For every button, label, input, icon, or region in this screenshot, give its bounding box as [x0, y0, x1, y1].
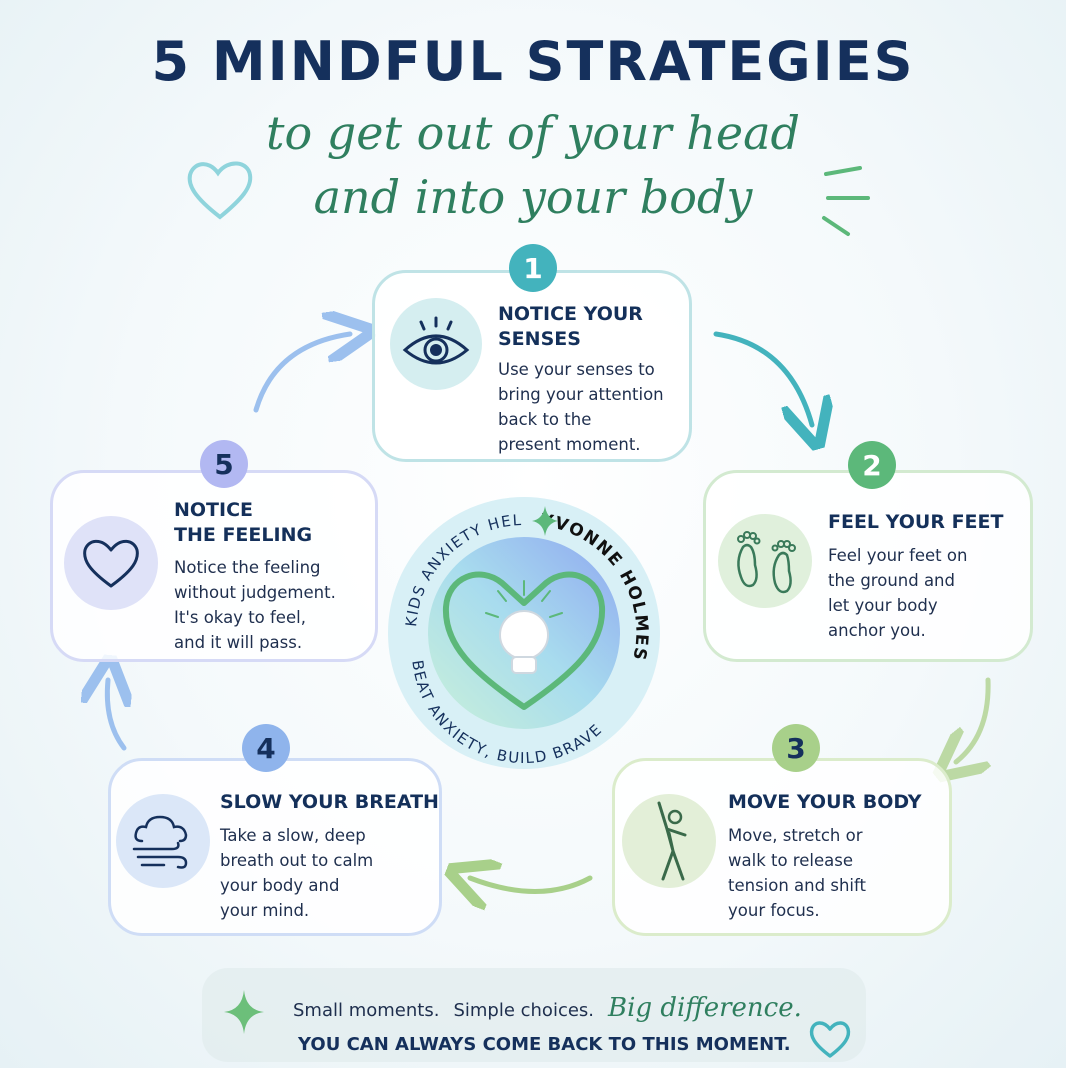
footer-heart-icon	[809, 1021, 851, 1058]
step-1-title-line: NOTICE YOUR	[498, 303, 643, 325]
step-3-body-line: tension and shift	[728, 876, 866, 895]
footer-line-2: YOU CAN ALWAYS COME BACK TO THIS MOMENT.	[298, 1034, 791, 1055]
step-2-title: FEEL YOUR FEET	[828, 510, 1003, 535]
step-5-title-line: NOTICE	[174, 499, 254, 521]
heart-icon	[64, 516, 158, 610]
center-logo: KIDS ANXIETY HELP YVONNE HOLMES BEAT ANX…	[386, 495, 660, 769]
step-3-body-line: your focus.	[728, 901, 820, 920]
step-2-body-line: let your body	[828, 596, 938, 615]
step-1-body-line: back to the	[498, 410, 592, 429]
footer-banner	[202, 968, 866, 1062]
footprints-icon	[718, 514, 812, 608]
step-3-title: MOVE YOUR BODY	[728, 790, 922, 815]
step-4-title-line: SLOW YOUR BREATH	[220, 791, 439, 813]
step-4-body-line: your body and	[220, 876, 340, 895]
step-5-body-line: It's okay to feel,	[174, 608, 306, 627]
arrow-3-to-4	[470, 878, 593, 892]
step-5-body-line: without judgement.	[174, 583, 336, 602]
step-4-body-line: Take a slow, deep	[220, 826, 366, 845]
step-3-body-line: Move, stretch or	[728, 826, 863, 845]
step-4-body: Take a slow, deep breath out to calm you…	[220, 823, 373, 923]
step-badge-1: 1	[509, 244, 557, 292]
step-2-body: Feel your feet on the ground and let you…	[828, 543, 967, 643]
arrow-2-to-3	[956, 677, 988, 762]
step-4-title: SLOW YOUR BREATH	[220, 790, 439, 815]
page-title: 5 MINDFUL STRATEGIES	[151, 30, 915, 93]
decorative-heart-icon	[187, 161, 253, 220]
step-5-body-line: Notice the feeling	[174, 558, 321, 577]
step-2-body-line: Feel your feet on	[828, 546, 968, 565]
footer-simple-choices: Simple choices.	[453, 1000, 595, 1021]
step-4-body-line: your mind.	[220, 901, 310, 920]
stretching-person-icon	[622, 794, 716, 888]
footer-small-moments: Small moments.	[293, 1000, 440, 1021]
step-badge-3: 3	[772, 724, 820, 772]
subtitle-line-2: and into your body	[313, 170, 753, 224]
heart-lightbulb-icon	[442, 571, 606, 710]
step-5-body-line: and it will pass.	[174, 633, 303, 652]
arrow-5-to-1	[253, 334, 350, 413]
footer-big-difference: Big difference.	[608, 993, 802, 1023]
arrow-1-to-2	[713, 331, 812, 425]
step-1-title: NOTICE YOUR SENSES	[498, 302, 643, 352]
step-1-title-line: SENSES	[498, 328, 581, 350]
step-badge-4: 4	[242, 724, 290, 772]
step-badge-2: 2	[848, 441, 896, 489]
subtitle-line-1: to get out of your head	[266, 106, 800, 160]
arrow-4-to-5	[107, 680, 124, 751]
step-3-body-line: walk to release	[728, 851, 853, 870]
sparkle-icon	[532, 506, 558, 536]
step-5-title-line: THE FEELING	[174, 524, 313, 546]
step-4-body-line: breath out to calm	[220, 851, 374, 870]
sparkle-lines-icon	[822, 166, 870, 236]
step-1-body-line: present moment.	[498, 435, 641, 454]
eye-icon	[390, 298, 482, 390]
wind-cloud-icon	[116, 794, 210, 888]
step-badge-5: 5	[200, 440, 248, 488]
footer-sparkle-icon	[224, 990, 264, 1034]
step-1-body-line: bring your attention	[498, 385, 664, 404]
step-5-body: Notice the feeling without judgement. It…	[174, 555, 336, 655]
step-2-body-line: the ground and	[828, 571, 955, 590]
step-5-title: NOTICE THE FEELING	[174, 498, 312, 548]
step-2-body-line: anchor you.	[828, 621, 926, 640]
step-2-title-line: FEEL YOUR FEET	[828, 511, 1004, 533]
step-3-title-line: MOVE YOUR BODY	[728, 791, 922, 813]
step-1-body-line: Use your senses to	[498, 360, 655, 379]
step-3-body: Move, stretch or walk to release tension…	[728, 823, 866, 923]
footer-line-1: Small moments. Simple choices. Big diffe…	[293, 993, 802, 1023]
step-1-body: Use your senses to bring your attention …	[498, 357, 664, 457]
